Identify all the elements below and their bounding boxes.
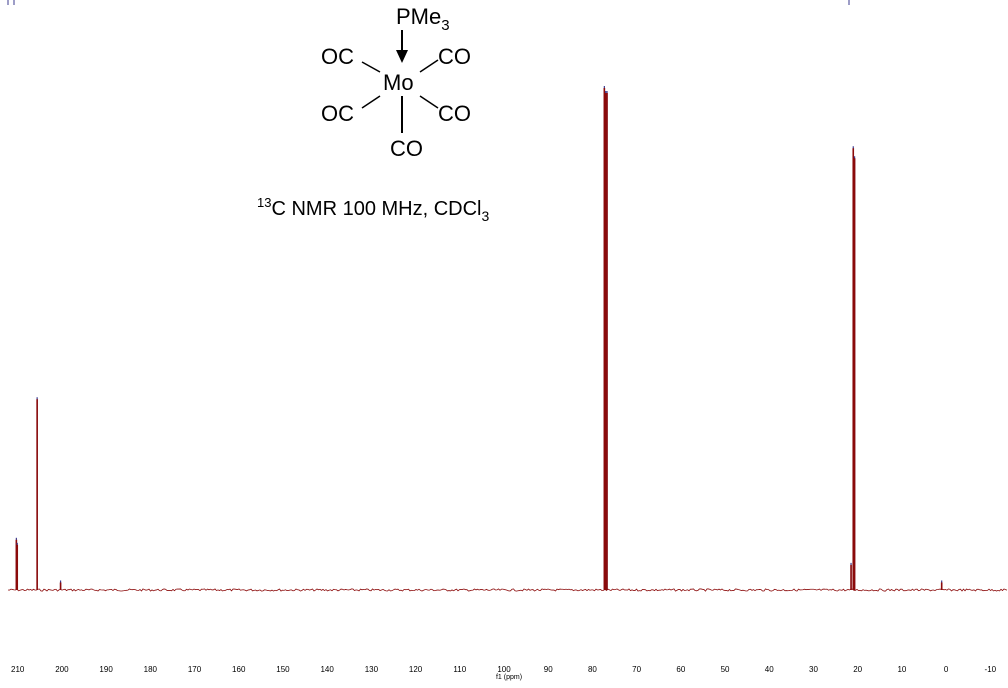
- tick-label: 0: [944, 665, 949, 674]
- tick-label: 210: [11, 665, 25, 674]
- tick-label: 20: [853, 665, 862, 674]
- tick-label: 60: [676, 665, 685, 674]
- ligand-bottom: CO: [390, 136, 423, 161]
- tick-label: 40: [765, 665, 774, 674]
- tick-label: 70: [632, 665, 641, 674]
- metal-center: Mo: [383, 70, 414, 95]
- tick-label: 130: [365, 665, 379, 674]
- tick-label: 90: [544, 665, 553, 674]
- tick-label: 180: [144, 665, 158, 674]
- tick-label: 100: [497, 665, 511, 674]
- tick-label: 110: [453, 665, 466, 674]
- bond-upper-left: [361, 61, 381, 73]
- molecule-structure: PMe3 Mo OC CO OC CO CO: [321, 4, 471, 161]
- tick-label: 160: [232, 665, 246, 674]
- ligand-top: PMe3: [396, 4, 450, 34]
- x-axis-label: f1 (ppm): [496, 674, 522, 681]
- tick-label: 10: [897, 665, 906, 674]
- spectrum-layer: [7, 86, 1008, 592]
- tick-label: 150: [276, 665, 290, 674]
- tick-label: 170: [188, 665, 202, 674]
- bond-lower-right: [419, 95, 439, 109]
- spectrum-baseline: [7, 588, 1008, 592]
- ligand-upper-right: CO: [438, 44, 471, 69]
- tick-label: 50: [721, 665, 730, 674]
- ligand-lower-right: CO: [438, 101, 471, 126]
- ligand-lower-left: OC: [321, 101, 354, 126]
- tick-label: 190: [99, 665, 113, 674]
- tick-label: -10: [985, 665, 997, 674]
- nmr-conditions-label: 13C NMR 100 MHz, CDCl3: [257, 195, 490, 224]
- ligand-upper-left: OC: [321, 44, 354, 69]
- tick-label: 80: [588, 665, 597, 674]
- bond-lower-left: [361, 95, 381, 109]
- tick-label: 200: [55, 665, 69, 674]
- dative-arrow-head: [396, 50, 408, 63]
- tick-label: 140: [320, 665, 334, 674]
- tick-label: 30: [809, 665, 818, 674]
- tick-label: 120: [409, 665, 423, 674]
- bond-upper-right: [419, 59, 439, 73]
